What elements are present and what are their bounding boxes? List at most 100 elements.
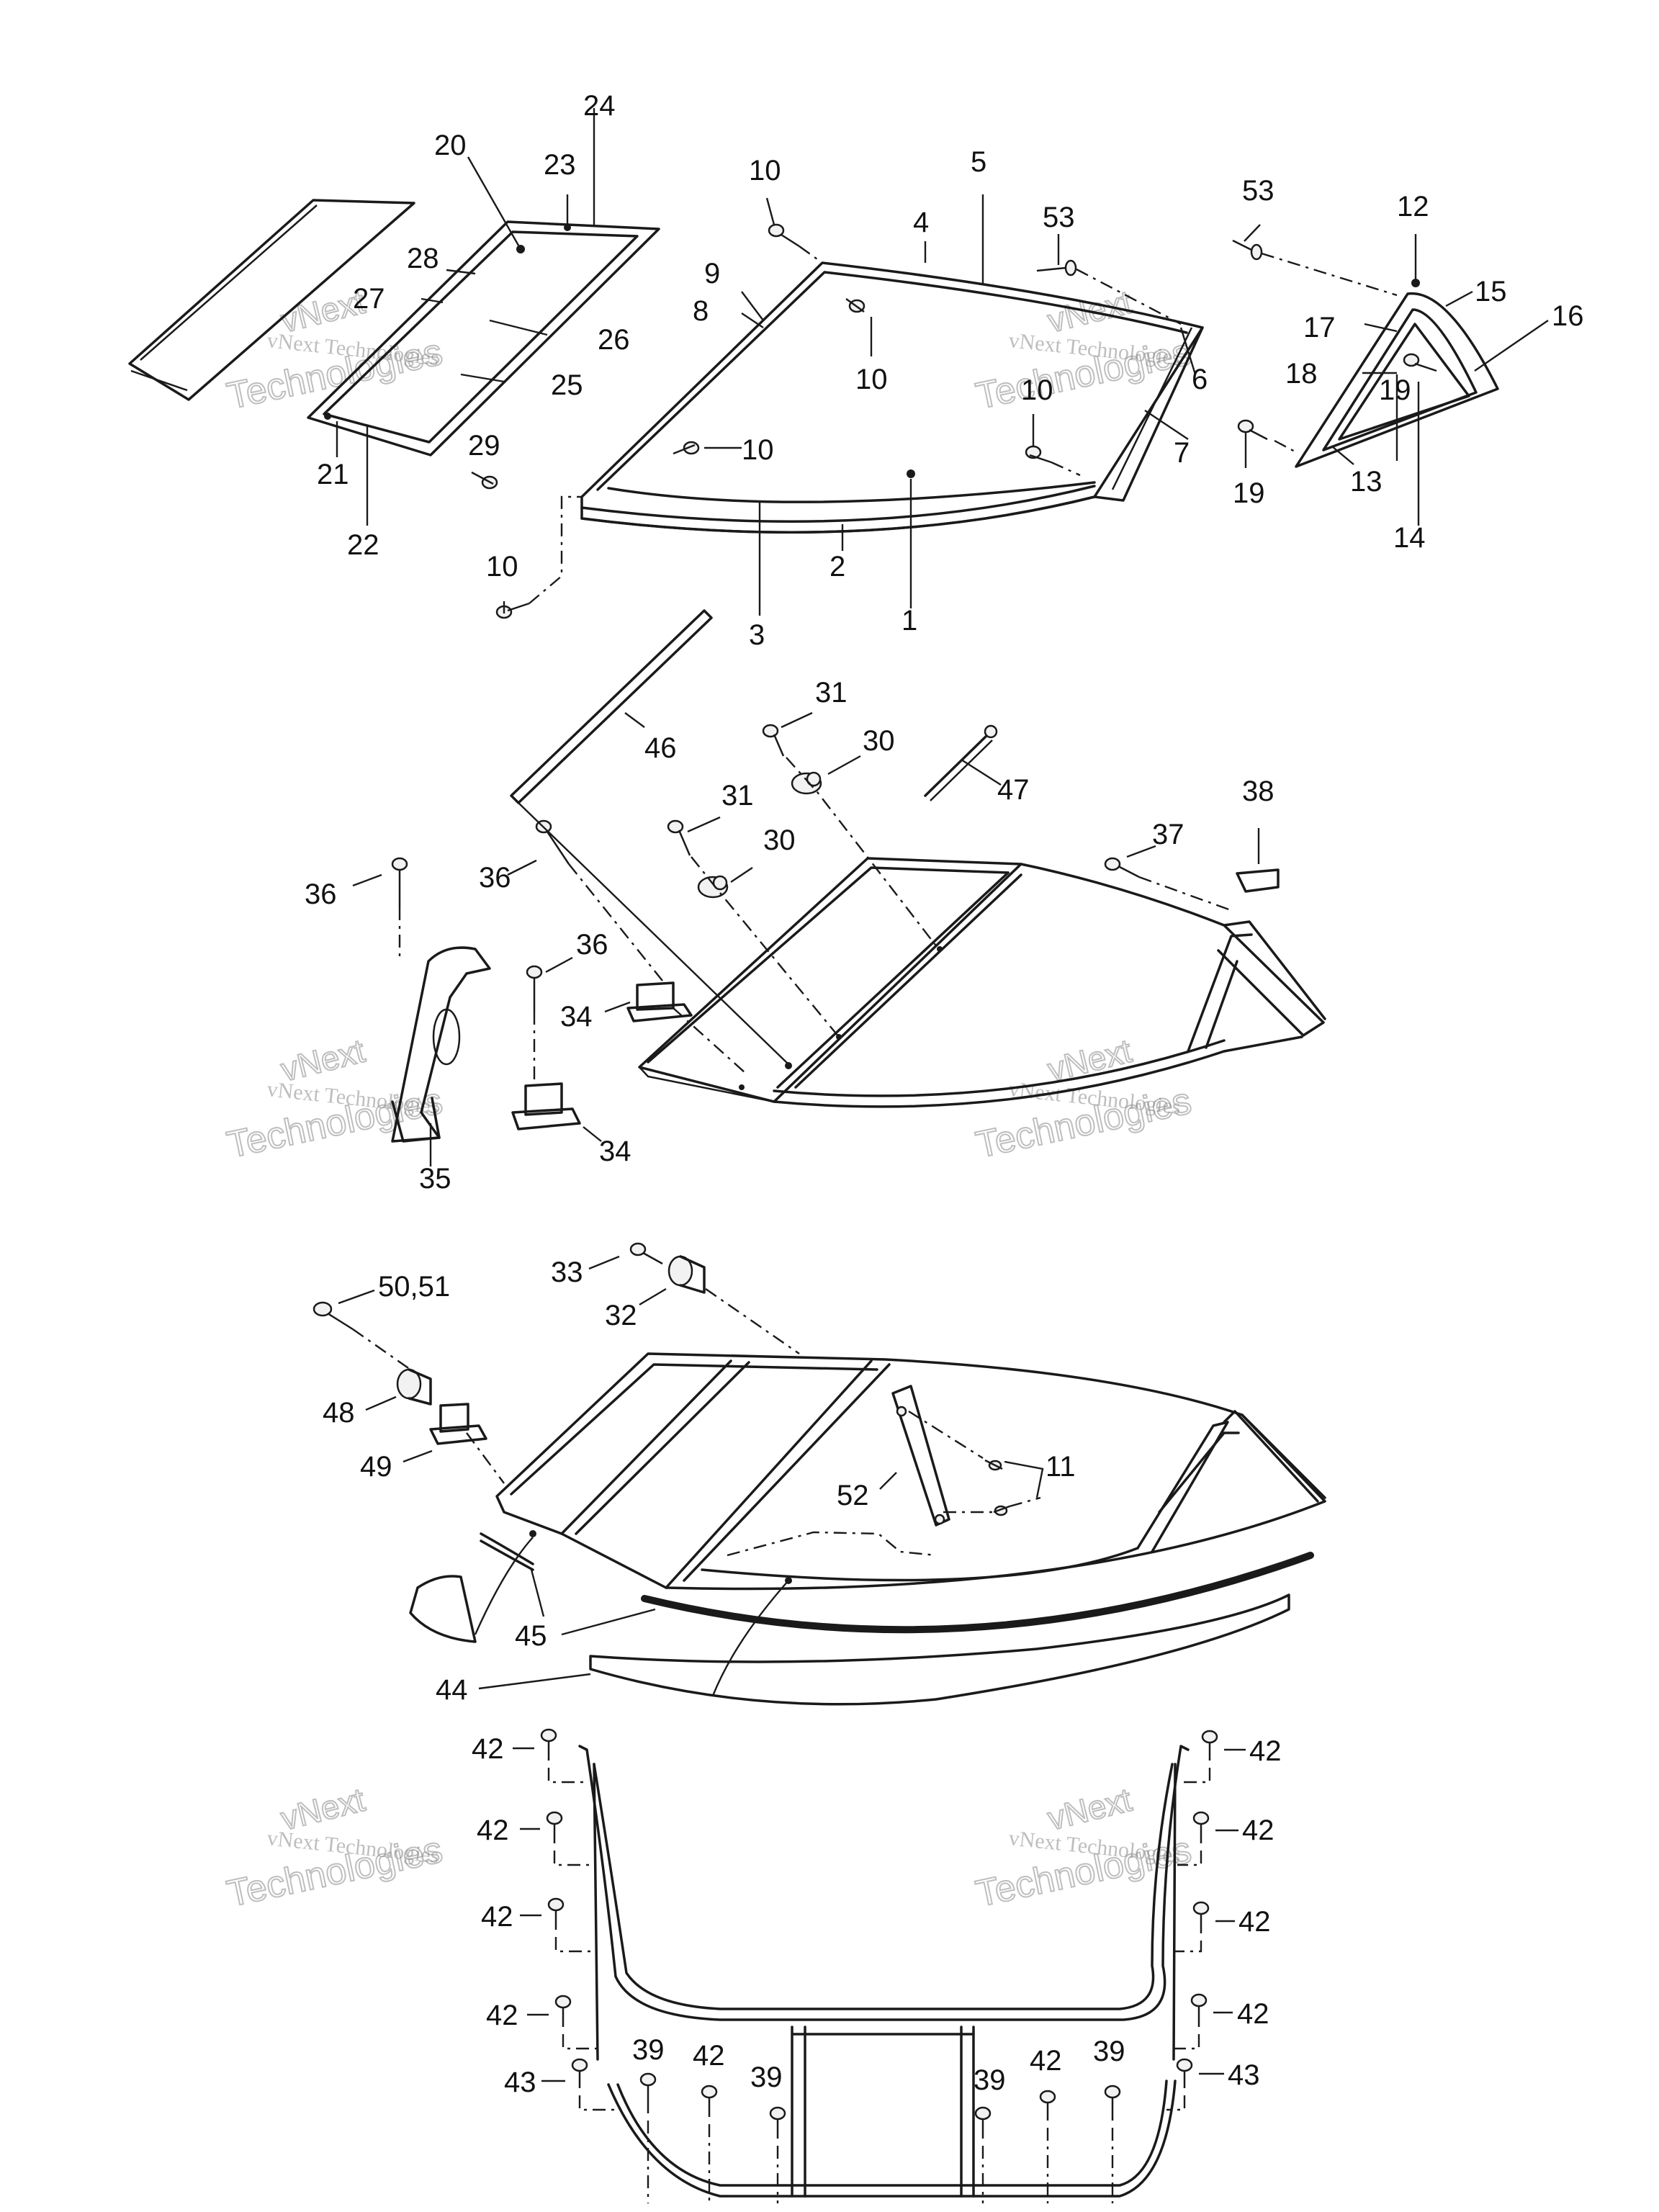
- callout-24: 24: [583, 90, 616, 122]
- screw-10-e: [495, 602, 530, 619]
- trim-44-right: [589, 1593, 1290, 1706]
- screw-42-l1: [540, 1728, 587, 1784]
- callout-33: 33: [551, 1256, 583, 1288]
- callout-22: 22: [347, 529, 379, 561]
- callout-10e: 10: [486, 551, 518, 583]
- mount-49: [429, 1403, 487, 1445]
- callout-44: 44: [436, 1674, 468, 1706]
- callout-34b: 34: [599, 1136, 631, 1167]
- watermark-top-left: vNext vNext Technologies Technologies: [222, 282, 446, 418]
- callout-31a: 31: [815, 677, 848, 709]
- screw-39-r2: [974, 2106, 992, 2203]
- callout-42j: 42: [1237, 1998, 1269, 2030]
- screw-29: [471, 471, 498, 490]
- mount-34-b: [511, 1082, 581, 1130]
- callout-42i: 42: [1238, 1906, 1271, 1938]
- callout-48: 48: [323, 1397, 355, 1429]
- screw-11-a: [984, 1459, 1003, 1471]
- screw-10-d: [1025, 445, 1052, 464]
- watermark-top-right: vNext vNext Technologies Technologies: [971, 282, 1195, 418]
- callout-42g: 42: [1249, 1735, 1282, 1767]
- callout-25: 25: [551, 369, 583, 401]
- screw-36-c: [526, 965, 543, 1012]
- callout-28: 28: [407, 243, 439, 274]
- watermark-bottom-right: vNext vNext Technologies Technologies: [971, 1780, 1195, 1916]
- callout-36a: 36: [305, 878, 337, 910]
- callout-16: 16: [1552, 300, 1584, 332]
- strip-46: [510, 609, 713, 804]
- callout-42e: 42: [693, 2040, 725, 2072]
- callout-47: 47: [997, 774, 1030, 806]
- bushing-32: [667, 1255, 706, 1294]
- screw-42-l4: [554, 1995, 598, 2050]
- callout-37: 37: [1152, 819, 1184, 850]
- callout-38: 38: [1242, 775, 1274, 807]
- hinge-35: [391, 946, 491, 1143]
- callout-36b: 36: [479, 862, 511, 894]
- screw-31-a: [762, 724, 785, 757]
- callout-53b: 53: [1242, 175, 1274, 207]
- screw-11-b: [993, 1505, 1010, 1516]
- callout-36c: 36: [576, 929, 608, 961]
- screw-37: [1104, 857, 1140, 878]
- callout-11: 11: [1046, 1451, 1076, 1483]
- knob-30-b: [697, 875, 729, 899]
- callout-39a: 39: [632, 2034, 665, 2066]
- callout-4: 4: [913, 207, 929, 238]
- lower-frame-curve: [578, 1745, 1190, 2021]
- callout-19a: 19: [1379, 374, 1411, 406]
- screw-50-51: [313, 1301, 354, 1331]
- screw-42-l5: [701, 2085, 718, 2203]
- section-frame-hardware: [352, 609, 1326, 1166]
- screw-10-a: [768, 223, 800, 248]
- rod-47: [924, 733, 989, 797]
- callout-18: 18: [1285, 358, 1318, 390]
- callout-10d: 10: [742, 434, 774, 466]
- screw-10-c: [673, 441, 700, 455]
- callout-43b: 43: [1228, 2059, 1260, 2091]
- callout-45: 45: [515, 1620, 547, 1652]
- callout-19b: 19: [1233, 477, 1265, 509]
- callout-13: 13: [1350, 466, 1382, 498]
- section-windshield-assembly: [313, 1242, 1326, 1706]
- screw-19-b: [1403, 353, 1437, 372]
- upper-frame-section2: [638, 857, 1022, 1103]
- windshield-assembly-frame: [495, 1352, 1326, 1591]
- section-lower-frame: [513, 1728, 1246, 2203]
- left-glass-panel: [128, 199, 415, 401]
- callout-34a: 34: [560, 1001, 593, 1033]
- callout-30a: 30: [863, 725, 895, 757]
- callout-6: 6: [1192, 364, 1208, 395]
- side-triangle-window: [1295, 292, 1499, 468]
- callout-20: 20: [434, 130, 467, 161]
- screw-19-a: [1237, 419, 1268, 441]
- callout-46: 46: [644, 732, 677, 764]
- callout-15: 15: [1475, 276, 1507, 307]
- callout-10a: 10: [749, 155, 781, 186]
- screw-33: [629, 1242, 663, 1265]
- screw-42-r1: [1181, 1730, 1218, 1784]
- watermark-bottom-left: vNext vNext Technologies Technologies: [222, 1780, 446, 1916]
- rivet-53-a: [1036, 259, 1077, 276]
- callout-labels: 1 2 3 4 5 6 7 8 9 10 10 10 10 10 11 12 1…: [305, 90, 1584, 2098]
- callout-42h: 42: [1242, 1815, 1274, 1846]
- screw-39-r1: [1104, 2085, 1121, 2203]
- screw-42-l3: [547, 1897, 596, 1953]
- screw-42-r2: [1177, 1811, 1210, 1866]
- callout-50-51: 50,51: [378, 1271, 450, 1303]
- callout-53a: 53: [1043, 202, 1075, 233]
- callout-30b: 30: [763, 824, 796, 856]
- screw-42-r4: [1174, 1993, 1208, 2050]
- trim-44-left: [409, 1575, 477, 1643]
- callout-17: 17: [1303, 312, 1336, 343]
- callout-39b: 39: [750, 2062, 783, 2093]
- screw-42-r3: [1175, 1901, 1210, 1953]
- callout-39d: 39: [1093, 2036, 1125, 2067]
- screw-39-l2: [769, 2106, 786, 2203]
- screw-39-l1: [639, 2072, 657, 2203]
- svg-text:vNext: vNext: [1044, 1781, 1136, 1838]
- cap-38: [1236, 868, 1280, 893]
- section-windshield-frame: [128, 108, 1549, 619]
- screw-42-r5: [1039, 2090, 1056, 2203]
